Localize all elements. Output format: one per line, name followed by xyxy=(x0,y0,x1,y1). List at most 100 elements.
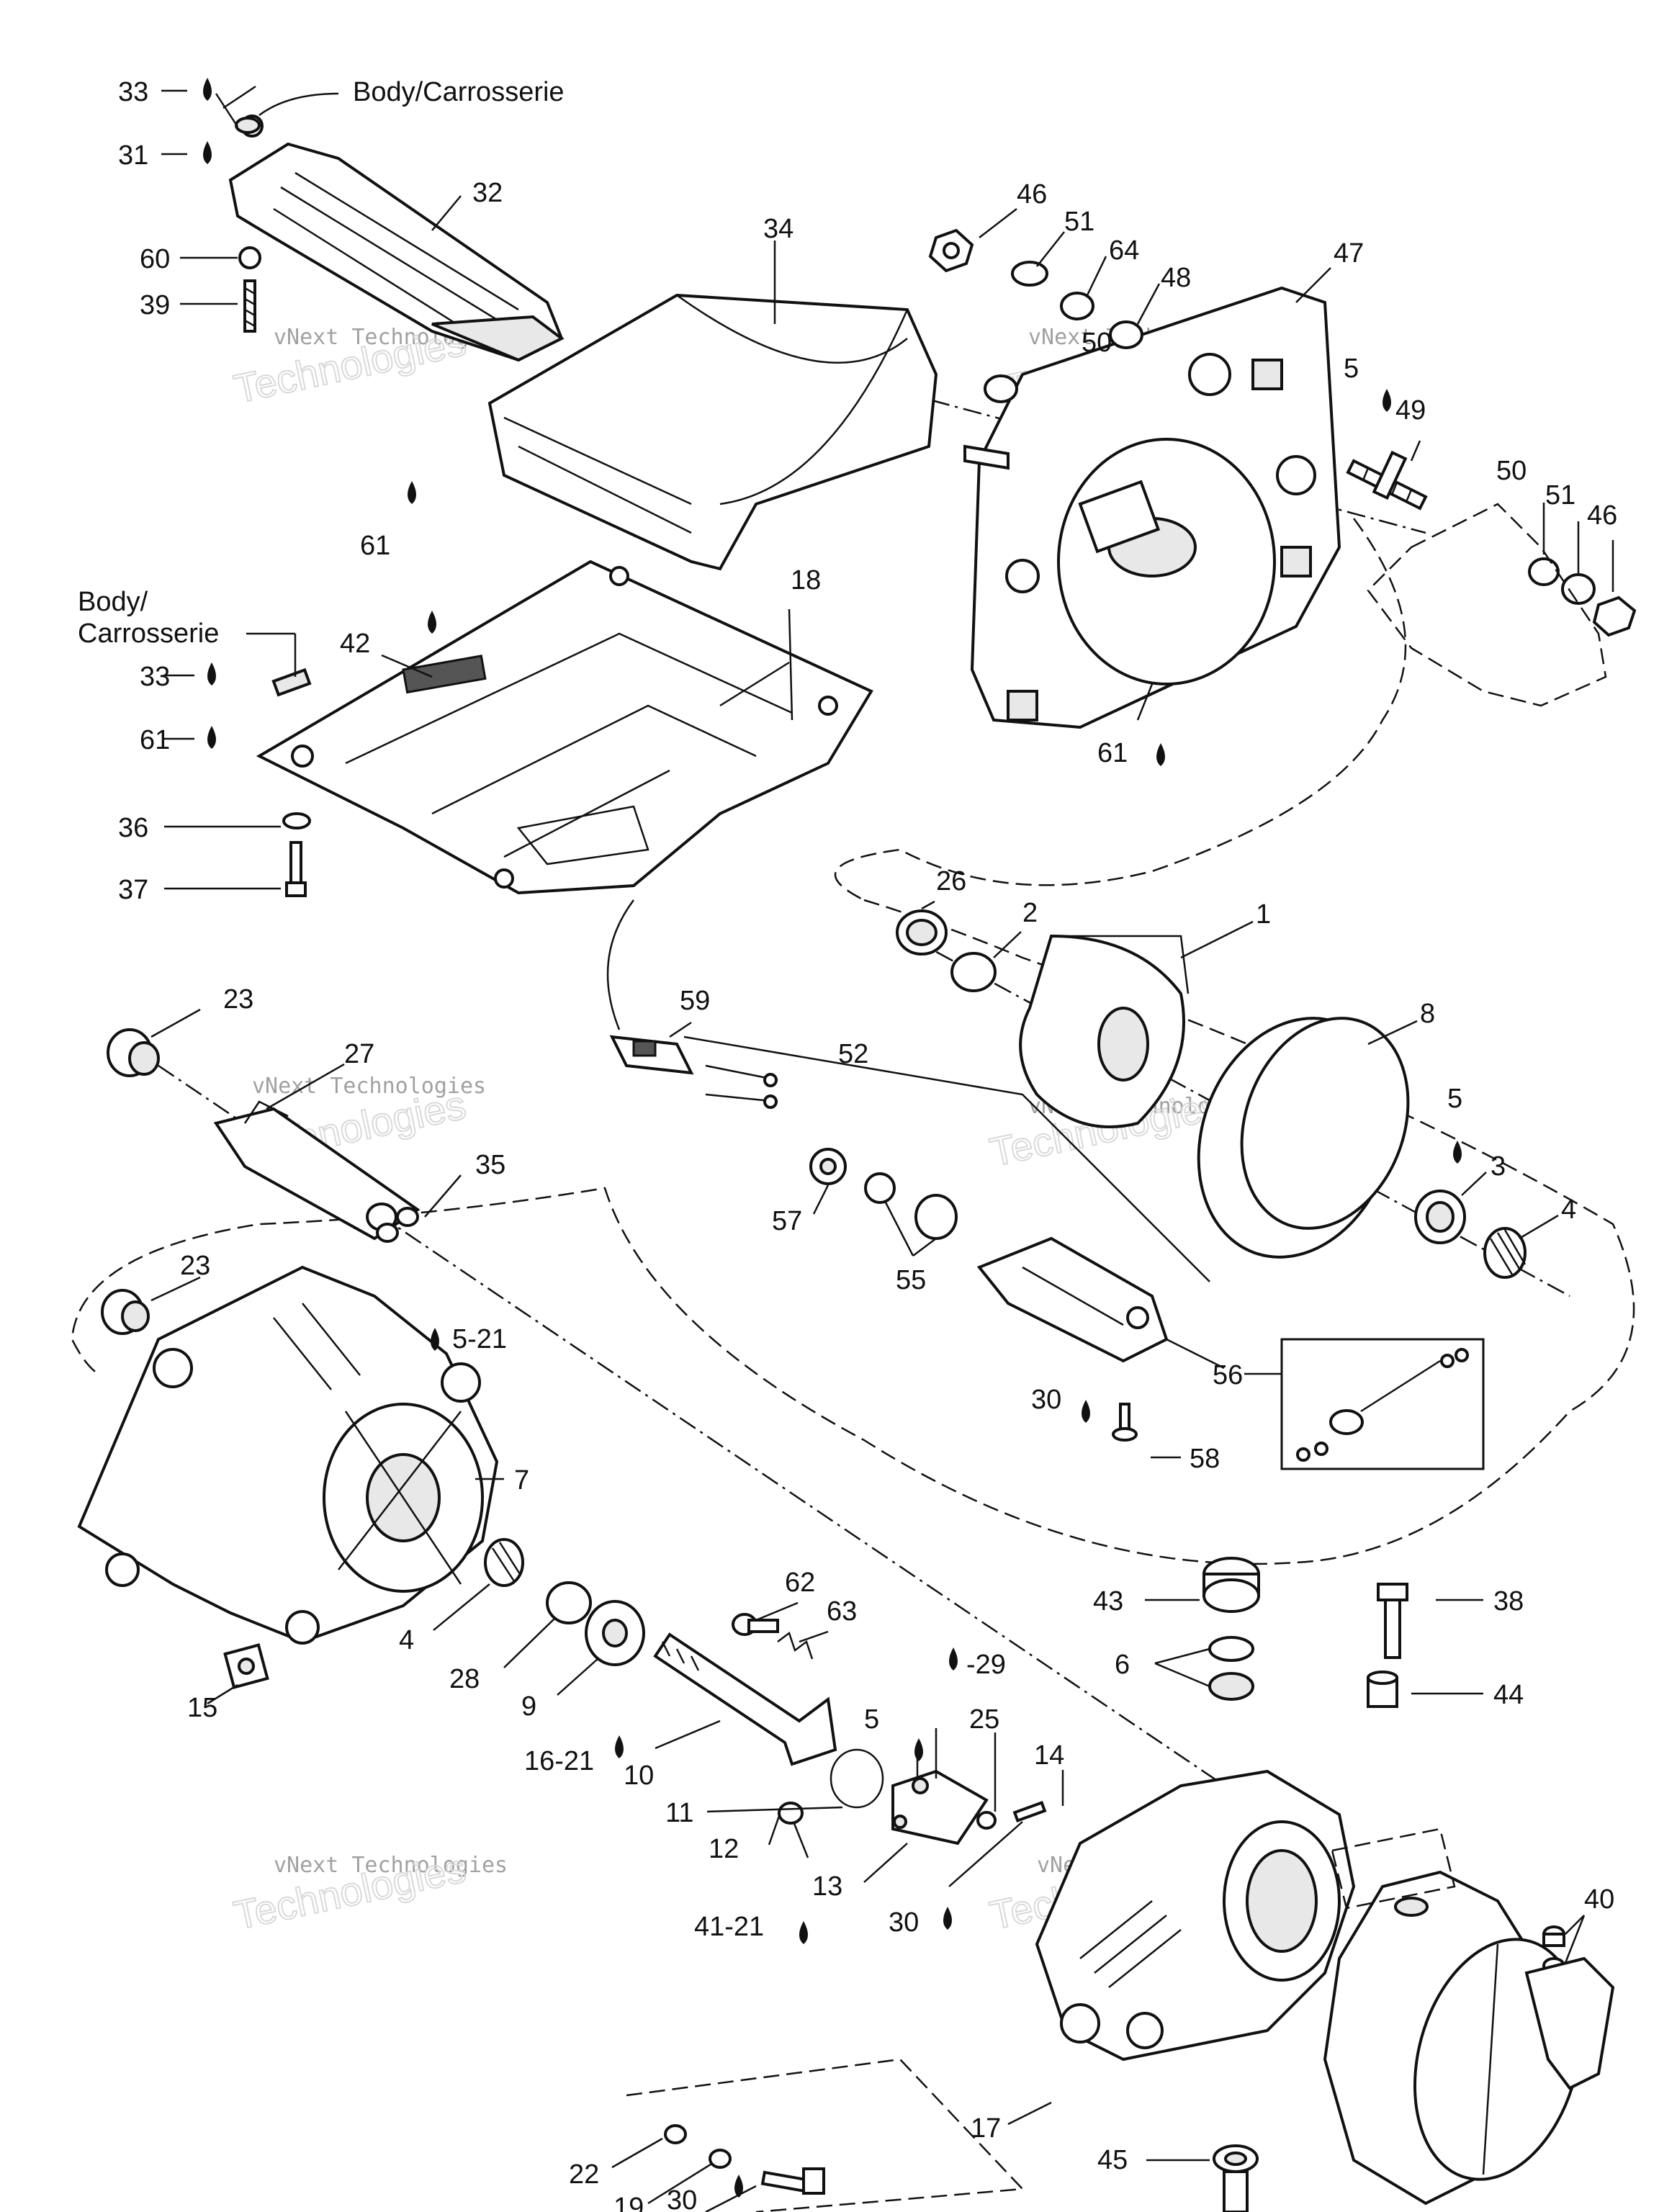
callout-4-left: 4 xyxy=(399,1625,414,1655)
part-37-bolt xyxy=(285,841,307,897)
callout-58: 58 xyxy=(1190,1444,1220,1474)
part-4-bearing-left xyxy=(484,1538,524,1587)
part-46-nut-top xyxy=(928,228,974,273)
part-33-sealant-top xyxy=(235,117,261,134)
callout-49: 49 xyxy=(1395,395,1426,426)
part-46-nut-right xyxy=(1592,595,1637,637)
part-10-shaft xyxy=(653,1632,837,1766)
part-11-oring xyxy=(830,1748,884,1809)
part-17-nozzle xyxy=(1035,1769,1356,2062)
callout-41-21: 41-21 xyxy=(694,1912,764,1942)
drop-icon-61c xyxy=(207,726,216,749)
part-39-bolt xyxy=(238,246,261,333)
part-51-washer-right xyxy=(1561,573,1596,605)
drop-icon-30b xyxy=(943,1907,952,1930)
callout-5-low: 5 xyxy=(864,1704,879,1735)
part-47-housing-plate xyxy=(963,286,1341,729)
part-56-lever-assembly xyxy=(976,1236,1169,1363)
callout-13: 13 xyxy=(812,1871,842,1902)
callout-8: 8 xyxy=(1420,999,1435,1029)
drop-icon-61a xyxy=(408,481,416,504)
callout-42: 42 xyxy=(340,629,370,659)
callout-50-top: 50 xyxy=(1082,328,1112,358)
callout-31: 31 xyxy=(118,140,148,171)
callout-19: 19 xyxy=(613,2193,644,2212)
callout-22: 22 xyxy=(569,2159,599,2190)
callout-35: 35 xyxy=(475,1150,505,1180)
callout-55: 55 xyxy=(896,1265,926,1295)
part-64-washer xyxy=(1060,292,1094,320)
part-35-oring-b xyxy=(396,1207,419,1227)
callout-17: 17 xyxy=(971,2113,1001,2144)
callout-12: 12 xyxy=(709,1834,739,1864)
part-18-plate xyxy=(256,559,873,895)
callout-39: 39 xyxy=(140,290,170,320)
callout-32: 32 xyxy=(472,178,503,208)
callout-40: 40 xyxy=(1584,1884,1614,1915)
callout-59: 59 xyxy=(680,986,710,1016)
note-body-left-2: Carrosserie xyxy=(78,619,219,649)
part-nozzle-tip xyxy=(1323,1870,1583,2206)
part-4-bearing-right xyxy=(1483,1227,1527,1279)
part-45-bushing xyxy=(1213,2144,1259,2212)
part-25-washer xyxy=(976,1811,997,1830)
callout-57: 57 xyxy=(772,1206,802,1236)
callout-18: 18 xyxy=(791,565,821,595)
part-42-pad xyxy=(402,655,487,694)
part-38-bolt xyxy=(1377,1583,1408,1659)
part-57-nut xyxy=(809,1148,847,1185)
ghost-body-right xyxy=(1367,503,1607,707)
note-body-left-1: Body/ xyxy=(78,587,148,617)
callout-62: 62 xyxy=(785,1568,815,1598)
callout-33-top: 33 xyxy=(118,77,148,107)
part-1-impeller xyxy=(1019,934,1190,1128)
callout-6: 6 xyxy=(1115,1650,1130,1680)
callout-48: 48 xyxy=(1161,263,1191,293)
part-35-oring-a xyxy=(376,1223,399,1243)
callout-61-c: 61 xyxy=(1097,738,1128,768)
callout-33-left: 33 xyxy=(140,662,170,692)
callout-63: 63 xyxy=(827,1596,857,1627)
part-6-lock-washer xyxy=(1208,1672,1254,1701)
callout-30-bottom: 30 xyxy=(667,2185,697,2212)
part-36-washer xyxy=(282,812,311,830)
part-48-washer xyxy=(1109,320,1143,349)
callout-61-a: 61 xyxy=(360,531,390,561)
wire-59 xyxy=(606,899,635,1030)
callout-23-bottom: 23 xyxy=(180,1251,210,1281)
callout-5-mid: 5 xyxy=(1447,1084,1462,1114)
part-7-pump-housing xyxy=(77,1265,499,1645)
part-15-nut xyxy=(223,1643,269,1689)
drop-icon-30c xyxy=(734,2175,743,2198)
callout-5-21: 5-21 xyxy=(452,1324,507,1354)
callout-27: 27 xyxy=(344,1039,374,1069)
part-12-plug xyxy=(778,1802,804,1825)
callout-46-right: 46 xyxy=(1587,500,1617,531)
callout-64: 64 xyxy=(1109,235,1139,266)
callout-10: 10 xyxy=(624,1761,654,1791)
part-34-duct xyxy=(487,293,938,571)
part-55-sensor xyxy=(864,1172,958,1240)
drop-icon-33b xyxy=(207,662,216,685)
callout-1: 1 xyxy=(1256,899,1271,930)
part-50-washer-top xyxy=(984,374,1018,403)
callout-30-low: 30 xyxy=(889,1907,919,1938)
drop-icon-29 xyxy=(949,1647,958,1671)
callout-14: 14 xyxy=(1034,1740,1064,1771)
note-body-top: Body/Carrosserie xyxy=(353,77,565,107)
callout-38: 38 xyxy=(1493,1586,1524,1617)
part-8-wear-ring xyxy=(1197,1017,1410,1259)
drop-icon-5a xyxy=(1382,389,1391,412)
part-40-arm xyxy=(1524,1956,1615,2090)
callout-16-21: 16-21 xyxy=(524,1746,594,1776)
part-56-inset-box xyxy=(1280,1338,1485,1470)
callout-labels: 33 31 32 60 39 34 46 51 64 48 47 50 5 49… xyxy=(118,77,1617,2212)
drop-icon-33a xyxy=(203,78,212,101)
part-62-plug xyxy=(732,1613,779,1636)
part-30-bolt-lower xyxy=(760,2167,825,2195)
callout-9: 9 xyxy=(521,1691,536,1722)
part-22-washer xyxy=(664,2124,687,2144)
callout-5-top: 5 xyxy=(1344,354,1359,384)
callout-3: 3 xyxy=(1491,1151,1506,1182)
callout-45: 45 xyxy=(1097,2145,1128,2175)
